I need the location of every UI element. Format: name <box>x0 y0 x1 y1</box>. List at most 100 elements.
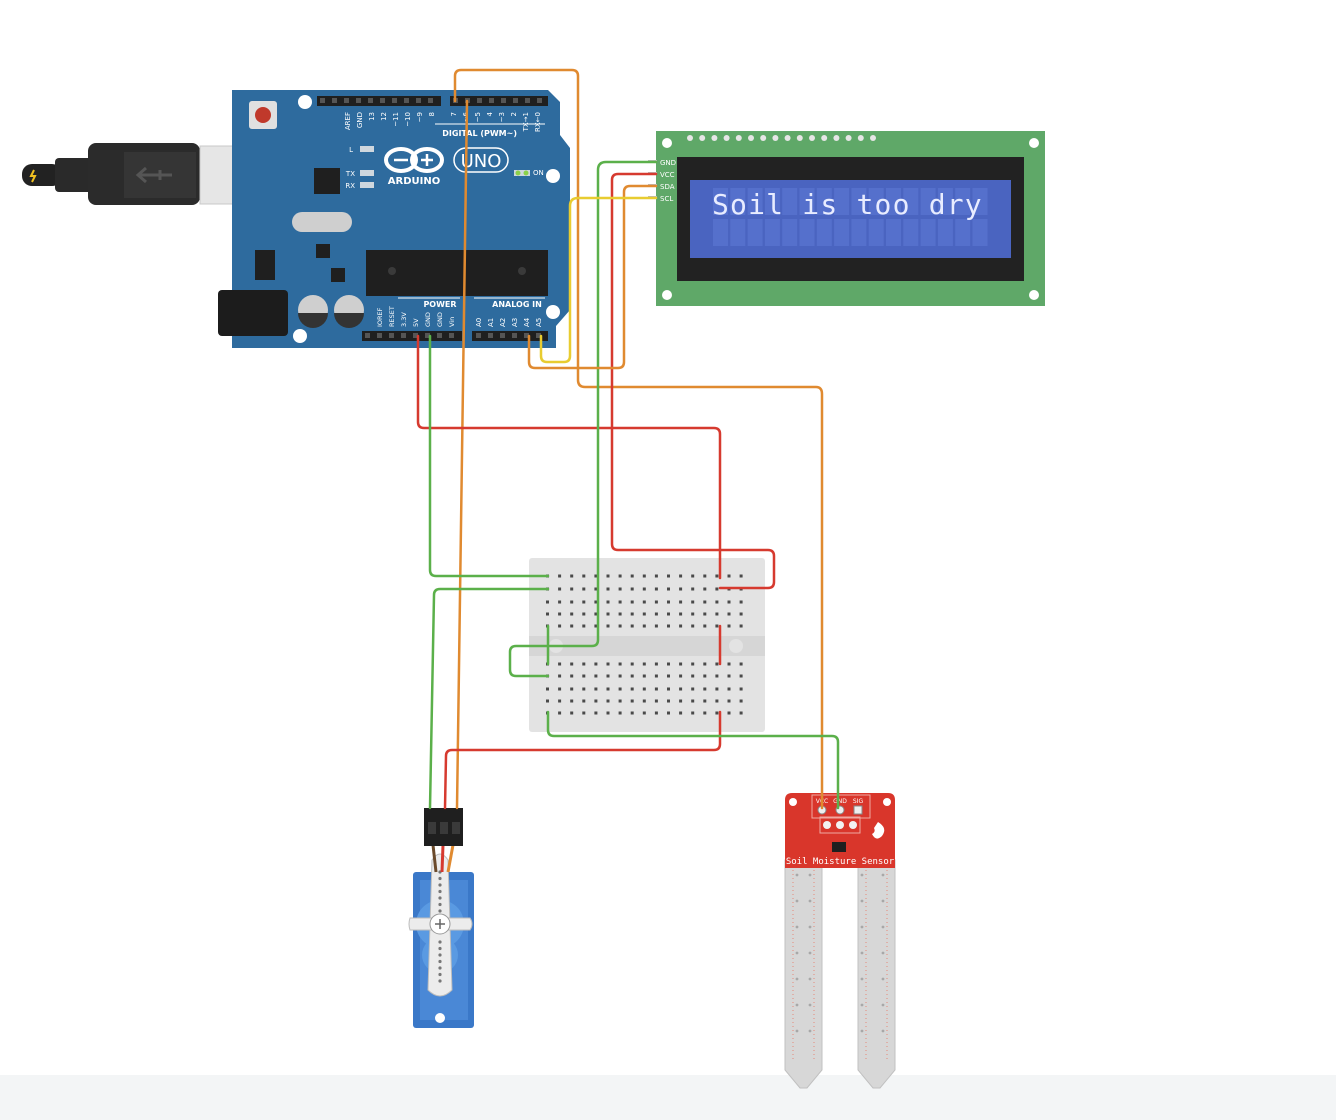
header-pin[interactable] <box>332 98 337 103</box>
breadboard-hole[interactable] <box>691 687 695 691</box>
wire-orange-d7-sensor[interactable] <box>453 68 824 810</box>
breadboard-hole[interactable] <box>642 674 646 678</box>
breadboard-hole[interactable] <box>642 587 646 591</box>
breadboard-hole[interactable] <box>606 612 610 616</box>
breadboard-hole[interactable] <box>667 662 670 666</box>
breadboard-hole[interactable] <box>667 600 670 604</box>
breadboard-hole[interactable] <box>667 587 670 591</box>
breadboard-hole[interactable] <box>618 612 622 616</box>
header-pin[interactable] <box>488 333 493 338</box>
breadboard-hole[interactable] <box>642 600 646 604</box>
wire-red-servo-power[interactable] <box>443 710 722 810</box>
wire-red-lcd-vcc[interactable] <box>610 172 776 590</box>
breadboard-hole[interactable] <box>582 674 586 678</box>
breadboard-hole[interactable] <box>691 587 695 591</box>
breadboard-hole[interactable] <box>739 699 743 703</box>
breadboard-hole[interactable] <box>618 711 622 715</box>
breadboard-hole[interactable] <box>570 612 574 616</box>
breadboard-hole[interactable] <box>558 687 562 691</box>
breadboard-hole[interactable] <box>642 574 646 578</box>
servo-horn[interactable] <box>408 853 473 997</box>
servo-motor[interactable] <box>408 808 474 1028</box>
breadboard-hole[interactable] <box>715 600 719 604</box>
breadboard-hole[interactable] <box>703 574 707 578</box>
breadboard-hole[interactable] <box>667 687 670 691</box>
soil-moisture-sensor[interactable]: VCC GND SIG Soil Moisture Sensor <box>784 793 896 1089</box>
breadboard-hole[interactable] <box>570 699 574 703</box>
breadboard-hole[interactable] <box>642 612 646 616</box>
breadboard-hole[interactable] <box>618 699 622 703</box>
breadboard-hole[interactable] <box>654 662 658 666</box>
breadboard-hole[interactable] <box>594 674 598 678</box>
breadboard-hole[interactable] <box>739 711 743 715</box>
breadboard-hole[interactable] <box>739 662 743 666</box>
breadboard-hole[interactable] <box>630 624 634 628</box>
breadboard-hole[interactable] <box>739 674 743 678</box>
breadboard-hole[interactable] <box>582 662 586 666</box>
header-pin[interactable] <box>425 333 430 338</box>
breadboard-hole[interactable] <box>606 711 610 715</box>
breadboard-hole[interactable] <box>582 587 586 591</box>
breadboard-hole[interactable] <box>558 600 562 604</box>
breadboard-hole[interactable] <box>703 612 707 616</box>
wire-yellow-a5-scl[interactable] <box>539 196 658 364</box>
header-pin[interactable] <box>428 98 433 103</box>
breadboard-hole[interactable] <box>679 612 683 616</box>
breadboard-hole[interactable] <box>630 574 634 578</box>
breadboard-hole[interactable] <box>739 574 743 578</box>
wire-green-servo-gnd[interactable] <box>428 587 550 810</box>
breadboard-hole[interactable] <box>570 687 574 691</box>
breadboard-hole[interactable] <box>691 624 695 628</box>
header-pin[interactable] <box>536 333 541 338</box>
breadboard-hole[interactable] <box>618 662 622 666</box>
breadboard-hole[interactable] <box>630 687 634 691</box>
breadboard-hole[interactable] <box>654 587 658 591</box>
breadboard-hole[interactable] <box>642 624 646 628</box>
breadboard-hole[interactable] <box>558 587 562 591</box>
breadboard-hole[interactable] <box>570 662 574 666</box>
breadboard-hole[interactable] <box>691 699 695 703</box>
breadboard-hole[interactable] <box>558 662 562 666</box>
header-pin[interactable] <box>525 98 530 103</box>
breadboard-hole[interactable] <box>703 587 707 591</box>
breadboard-hole[interactable] <box>667 699 670 703</box>
breadboard-hole[interactable] <box>727 612 731 616</box>
breadboard-hole[interactable] <box>630 674 634 678</box>
breadboard-hole[interactable] <box>642 687 646 691</box>
breadboard-hole[interactable] <box>582 687 586 691</box>
breadboard-hole[interactable] <box>739 624 743 628</box>
breadboard-hole[interactable] <box>679 687 683 691</box>
breadboard-hole[interactable] <box>594 600 598 604</box>
breadboard-hole[interactable] <box>618 574 622 578</box>
breadboard-hole[interactable] <box>715 711 719 715</box>
breadboard-hole[interactable] <box>703 662 707 666</box>
breadboard-hole[interactable] <box>582 574 586 578</box>
header-pin[interactable] <box>401 333 406 338</box>
breadboard-hole[interactable] <box>715 687 719 691</box>
breadboard-hole[interactable] <box>727 674 731 678</box>
breadboard-hole[interactable] <box>667 624 670 628</box>
breadboard-hole[interactable] <box>703 711 707 715</box>
breadboard-hole[interactable] <box>606 674 610 678</box>
breadboard-hole[interactable] <box>679 574 683 578</box>
breadboard-hole[interactable] <box>618 600 622 604</box>
wire-red-5v[interactable] <box>416 334 722 580</box>
header-pin[interactable] <box>356 98 361 103</box>
breadboard-hole[interactable] <box>594 587 598 591</box>
breadboard-hole[interactable] <box>667 574 670 578</box>
breadboard-hole[interactable] <box>667 612 670 616</box>
breadboard-hole[interactable] <box>667 711 670 715</box>
breadboard-hole[interactable] <box>606 624 610 628</box>
breadboard-hole[interactable] <box>727 624 731 628</box>
breadboard-hole[interactable] <box>654 711 658 715</box>
breadboard-hole[interactable] <box>630 587 634 591</box>
wire-green-lcd-gnd[interactable] <box>508 160 658 678</box>
breadboard-hole[interactable] <box>679 711 683 715</box>
breadboard-hole[interactable] <box>546 612 549 616</box>
breadboard-hole[interactable] <box>654 699 658 703</box>
breadboard-hole[interactable] <box>679 699 683 703</box>
breadboard-hole[interactable] <box>691 574 695 578</box>
header-pin[interactable] <box>404 98 409 103</box>
